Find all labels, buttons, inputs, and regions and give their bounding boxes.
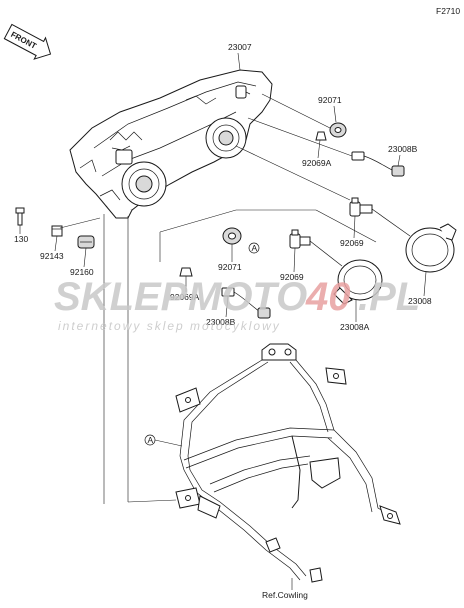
part-label-23008b-upper: 23008B [388,144,418,154]
grommet-92160 [77,235,95,249]
svg-text:.PL: .PL [358,275,420,319]
socket-23008b-upper [351,151,405,177]
grommet-92071-upper [329,122,347,138]
part-label-92143: 92143 [40,251,64,261]
svg-text:SKLEP: SKLEP [54,275,188,319]
bulb-92069-right [349,197,373,217]
front-arrow-icon: FRONT [3,23,52,60]
headlight-assembly-23007 [69,69,273,219]
watermark: SKLEP MOTO 40 .PL internetowy sklep moto… [54,275,420,333]
svg-text:internetowy sklep motocyklowy: internetowy sklep motocyklowy [58,319,281,333]
part-label-23008b-center: 23008B [206,317,236,327]
bolt-130 [15,207,25,226]
cowling-bracket [175,343,401,583]
ref-marker-a-lower-label: A [148,435,154,445]
part-label-92071-upper: 92071 [318,95,342,105]
bulb-92069a-upper [315,131,327,141]
part-label-92071-center: 92071 [218,262,242,272]
grommet-92071-center [222,227,242,245]
ref-cowling-label: Ref.Cowling [262,590,308,600]
part-label-92069a-upper: 92069A [302,158,332,168]
svg-text:MOTO: MOTO [188,275,307,319]
bulb-92069a-center [179,267,193,277]
collar-92143 [51,225,63,237]
part-label-92069-right: 92069 [340,238,364,248]
ref-marker-a-upper-label: A [252,243,258,253]
part-label-92069a-center: 92069A [170,292,200,302]
part-label-92069-center: 92069 [280,272,304,282]
part-label-130: 130 [14,234,28,244]
lamp-23008 [371,208,457,273]
ref-marker-a-upper [248,242,260,254]
svg-text:40: 40 [305,275,351,319]
lamp-23008a [309,240,383,305]
part-label-23008: 23008 [408,296,432,306]
bulb-92069-center [289,229,311,249]
part-label-23007: 23007 [228,42,252,52]
part-label-92160: 92160 [70,267,94,277]
part-label-23008a: 23008A [340,322,370,332]
socket-23008b-center [221,287,271,319]
diagram-code: F2710 [436,6,460,16]
